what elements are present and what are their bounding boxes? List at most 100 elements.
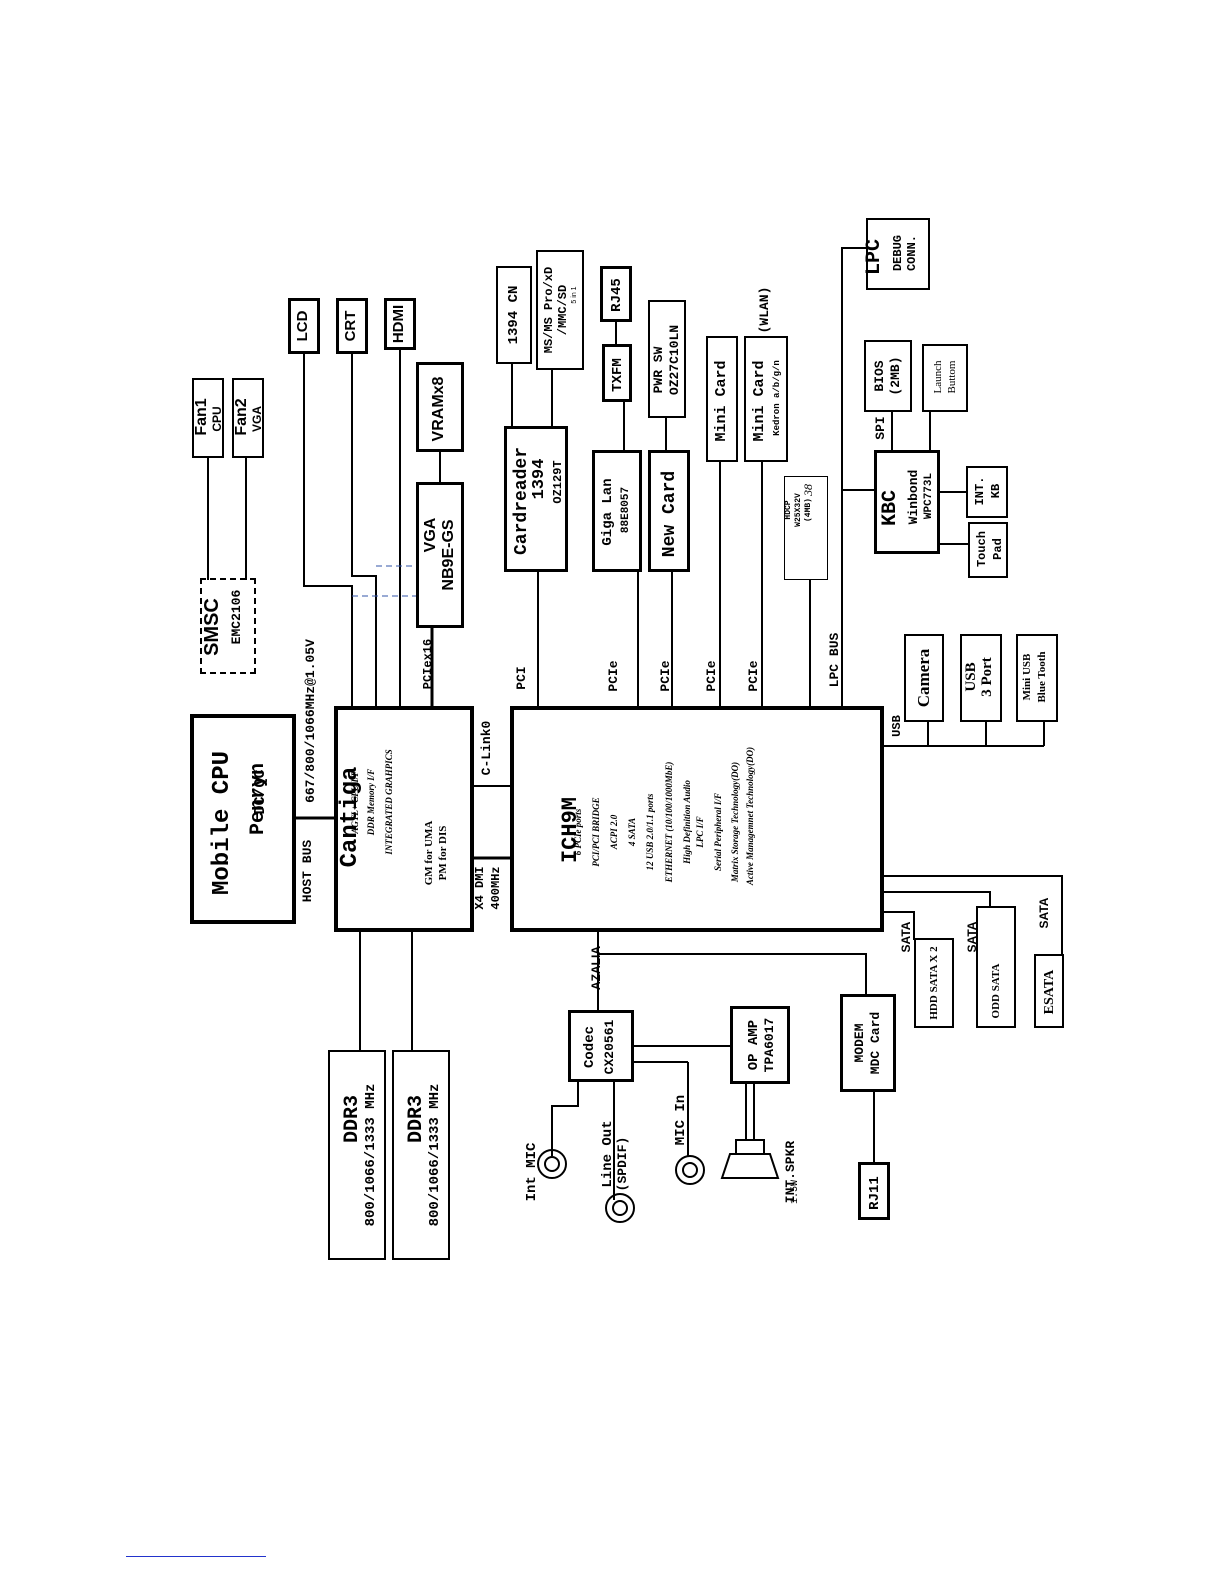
ich-feature-4: 4 SATA — [627, 817, 637, 847]
vga-part: NB9E-GS — [440, 519, 457, 591]
lpc-debug-line1: DEBUG — [891, 235, 905, 272]
spkr-watt-label: 1.5W — [790, 1180, 801, 1205]
dmi-width: X4 DMI — [473, 866, 487, 910]
mini-card2-name: Mini Card — [751, 360, 768, 442]
cantiga-note-1: GM for UMA — [423, 820, 435, 886]
pcie-label-3: PCIe — [704, 660, 719, 692]
mscard-box: MS/MS Pro/xD /MMC/SD 5 in 1 — [536, 250, 584, 370]
new-card-box: New Card — [648, 450, 690, 572]
lpc-debug-line2: CONN. — [905, 235, 919, 272]
kbc-part: WPC773L — [923, 472, 935, 520]
ich-feature-2: PCI/PCI BRIDGE — [591, 797, 601, 867]
ddr2-name: DDR3 — [405, 1095, 428, 1144]
camera-label: Camera — [914, 648, 933, 708]
lpc-debug-name: LPC — [863, 239, 886, 276]
line-out-jack-inner-icon — [612, 1200, 628, 1216]
pcie-label-4: PCIe — [746, 660, 761, 692]
fan2-name: Fan2 — [233, 398, 250, 436]
touch-pad-line2: Pad — [991, 538, 1005, 560]
fan2-box: Fan2 VGA — [232, 378, 264, 458]
ich-feature-3: ACPI 2.0 — [609, 814, 619, 850]
launch-line1: Launch — [932, 360, 944, 394]
mini-card2-box: Mini Card Kedron a/b/g/n — [744, 336, 788, 462]
ich-feature-11: Active Managemnet Technology(DO) — [745, 746, 755, 886]
lcd-box: LCD — [288, 298, 320, 354]
codec-name: Codec — [582, 1026, 598, 1069]
azalia-label: AZALIA — [589, 946, 603, 990]
op-amp-box: OP AMP TPA6017 — [730, 1006, 790, 1084]
ich-feature-7: High Definition Audio — [682, 780, 692, 864]
pci-label: PCI — [514, 666, 529, 690]
touch-pad-box: Touch Pad — [968, 522, 1008, 578]
giga-lan-name: Giga Lan — [600, 478, 616, 546]
ich-feature-9: Serial Peripheral I/F — [713, 793, 723, 872]
codec-part: CX20561 — [602, 1019, 617, 1075]
cn1394-box: 1394 CN — [496, 266, 532, 364]
hdcp-box: HDCP W25X32V (4MB) 38 — [784, 476, 828, 580]
int-mic-jack-inner-icon — [544, 1156, 560, 1172]
pcie-label-2: PCIe — [658, 660, 673, 692]
int-kb-box: INT. KB — [966, 466, 1008, 518]
fan1-box: Fan1 CPU — [192, 378, 224, 458]
launch-box: Launch Buttom — [922, 344, 968, 412]
usb-port-box: USB 3 Port — [960, 634, 1002, 722]
cardreader-part: OZ129T — [551, 460, 565, 504]
giga-lan-part: 88E8057 — [620, 486, 632, 534]
ich-feature-6: ETHERNET (10/100/1000MbE) — [664, 761, 674, 883]
sata-label-3: SATA — [1037, 897, 1051, 929]
odd-label: ODD SATA — [990, 963, 1002, 1019]
cantiga-feature-1: AGTL+ CPU I/F — [350, 770, 360, 834]
azalia-modem-line — [598, 953, 867, 994]
pwr-sw-part: OZ27C10LN — [667, 324, 682, 396]
rj45-label: RJ45 — [609, 278, 625, 312]
ddr2-speed: 800/1066/1333 MHz — [427, 1083, 443, 1227]
mini-usb-line2: Blue Tooth — [1036, 651, 1048, 703]
hdd-line — [882, 911, 915, 940]
clink-label: C-Link0 — [479, 720, 494, 776]
ddr2-box: DDR3 800/1066/1333 MHz — [392, 1050, 450, 1260]
pcie16-label: PCIex16 — [421, 638, 435, 690]
ddr1-box: DDR3 800/1066/1333 MHz — [328, 1050, 386, 1260]
op-amp-name: OP AMP — [746, 1019, 762, 1071]
pcie-label-1: PCIe — [606, 660, 621, 692]
cpu-variant: DC/QC — [252, 769, 269, 815]
hdcp-line1: HDCP — [784, 500, 793, 520]
vga-name: VGA — [422, 517, 439, 553]
txfm-box: TXFM — [602, 344, 632, 402]
cardreader-box: Cardreader 1394 OZ129T — [504, 426, 568, 572]
txfm-label: TXFM — [610, 358, 626, 392]
fan1-sub: CPU — [210, 406, 224, 432]
mini-card2-sub: Kedron a/b/g/n — [772, 360, 782, 436]
vga-box: VGA NB9E-GS — [416, 482, 464, 628]
op-amp-part: TPA6017 — [762, 1017, 777, 1073]
spi-label: SPI — [873, 416, 888, 440]
hdcp-tag: 38 — [801, 484, 815, 496]
esata-label: ESATA — [1042, 969, 1057, 1015]
ich9m-box: ICH9M — [510, 706, 884, 932]
ddr1-speed: 800/1066/1333 MHz — [363, 1083, 379, 1227]
esata-box: ESATA — [1034, 954, 1064, 1028]
cardreader-name: Cardreader — [512, 446, 532, 556]
fan2-sub: VGA — [250, 406, 264, 433]
mini-card1-box: Mini Card — [706, 336, 738, 462]
new-card-label: New Card — [660, 470, 680, 558]
usb-port-line2: 3 Port — [979, 657, 995, 697]
speaker-cone-icon — [720, 1153, 780, 1179]
cn1394-label: 1394 CN — [506, 285, 522, 345]
bios-size: (2MB) — [888, 356, 903, 396]
dmi-speed: 400MHz — [489, 866, 503, 910]
touch-pad-line1: Touch — [975, 531, 989, 568]
launch-line2: Buttom — [946, 360, 958, 394]
hdd-box: HDD SATA X 2 — [914, 938, 954, 1028]
ich-feature-5: 12 USB 2.0/1.1 ports — [645, 793, 655, 871]
odd-line — [882, 891, 991, 908]
giga-lan-box: Giga Lan 88E8057 — [592, 450, 642, 572]
mini-usb-box: Mini USB Blue Tooth — [1016, 634, 1058, 722]
bios-box: BIOS (2MB) — [864, 340, 912, 412]
pwr-sw-name: PWR SW — [651, 346, 666, 394]
modem-line2: MDC Card — [868, 1011, 883, 1075]
vram-box: VRAMx8 — [416, 362, 464, 452]
rj11-label: RJ11 — [867, 1176, 883, 1210]
